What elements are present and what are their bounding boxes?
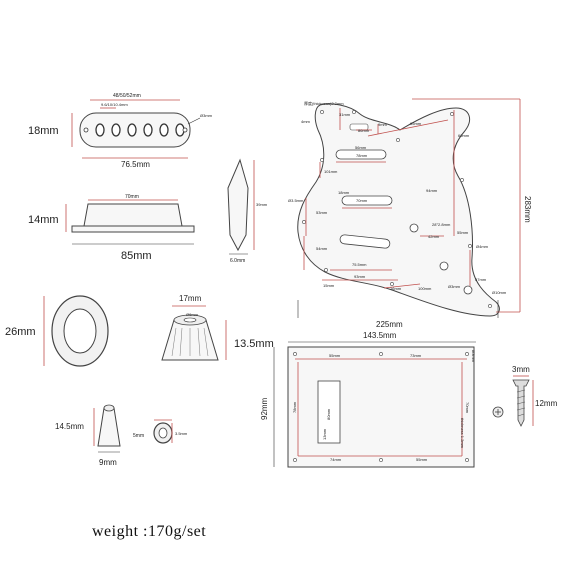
pg-d55: 55mm — [457, 230, 469, 235]
knob: 17mm Ø6mm 13.5mm — [161, 294, 274, 361]
pickup-top-dim: 48/50/52mm — [113, 93, 141, 99]
pickguard-slot-neck — [335, 149, 387, 160]
bp-d70: 70mm — [465, 402, 470, 414]
pickup-pole-holes — [95, 123, 185, 137]
pg-d100: 100mm — [418, 286, 432, 291]
switch-knob: 14.5mm 9mm — [55, 404, 121, 467]
pg-d101: 101mm — [324, 169, 338, 174]
pg-d57: 57mm — [475, 277, 487, 282]
pg-d31: 31mm — [339, 112, 351, 117]
switch-tip-length: 39mm — [256, 202, 268, 207]
knob-top: 17mm — [179, 294, 202, 303]
bp-d13: 13mm — [322, 428, 327, 440]
pg-d53: 53mm — [316, 210, 328, 215]
pickup-side-body — [83, 203, 183, 227]
pg-d54: 54mm — [316, 246, 328, 251]
bp-d78: 78mm — [292, 401, 297, 413]
pg-d78: 78mm — [356, 153, 368, 158]
pg-width: 225mm — [376, 320, 403, 329]
pg-d93: 93mm — [354, 274, 366, 279]
pickup-cover-top: 48/50/52mm 9.6/10/10.4mm Ø3mm 18mm 76.5m… — [28, 93, 213, 169]
weight-label: weight :170g/set — [92, 523, 207, 540]
pg-d18: 18mm — [338, 190, 350, 195]
pg-d16: 16mm — [390, 286, 402, 291]
pg-d755: 75.5mm — [352, 262, 367, 267]
pg-d42: 42mm — [428, 234, 440, 239]
bp-height: 92mm — [260, 397, 269, 420]
ring-inner — [63, 308, 97, 354]
pickup-pole-dim: 9.6/10/10.4mm — [101, 102, 128, 107]
pickguard-screw-holes — [302, 110, 492, 308]
pickup-side-top: 70mm — [125, 194, 139, 200]
pg-d94: 94mm — [426, 188, 438, 193]
knob-bore: Ø6mm — [186, 312, 199, 317]
screw-length: 12mm — [535, 399, 558, 408]
switch-knob-length: 14.5mm — [55, 422, 84, 431]
pickup-cover-side: 70mm 14mm 85mm — [28, 194, 195, 262]
bp-width: 143.5mm — [363, 331, 397, 340]
switch-knob-body — [97, 407, 121, 447]
pickup-height: 18mm — [28, 125, 59, 137]
pg-d4b: Ø4mm — [476, 244, 489, 249]
knob-height: 13.5mm — [234, 338, 274, 350]
small-plug: 5mm 3.5mm — [133, 419, 188, 444]
pg-d15: 15mm — [323, 283, 335, 288]
back-plate: 143.5mm 55mm 73mm 78mm 70mm 80mm 13mm Ø3… — [260, 331, 476, 468]
pg-d4: 4mm — [301, 119, 311, 124]
pickup-hole-dim: Ø3mm — [200, 113, 213, 118]
pg-d28: 28°2.8mm — [432, 222, 451, 227]
pg-d86: 86mm — [358, 128, 370, 133]
pg-thickness: 厚度(thickness)2.2mm — [304, 100, 344, 106]
pg-d3: Ø3mm — [448, 284, 461, 289]
pg-d10: Ø10mm — [492, 290, 507, 295]
bp-d73: 73mm — [410, 353, 422, 358]
screw-head: 3mm — [512, 365, 530, 374]
back-plate-body — [287, 346, 475, 468]
bp-d3: Ø3mm — [471, 350, 476, 363]
pg-d56: 56mm — [355, 145, 367, 150]
ring-diameter: 26mm — [5, 326, 36, 338]
pickguard-slot-bridge — [339, 234, 391, 249]
pickup-side-length: 85mm — [121, 250, 152, 262]
pg-d60: 60mm — [458, 133, 470, 138]
switch-tip: 39mm 6.0mm — [227, 158, 268, 264]
back-plate-slot — [317, 380, 341, 444]
pickguard-knob-holes — [409, 223, 473, 295]
switch-tip-body — [227, 158, 249, 252]
screw: 3mm 12mm — [492, 365, 558, 427]
switch-tip-width: 6.0mm — [230, 258, 245, 264]
pg-d35: Ø3.5mm — [288, 198, 304, 203]
pg-d70: 70mm — [356, 198, 368, 203]
pickguard-slot-middle — [341, 195, 393, 206]
pickguard: 厚度(thickness)2.2mm 4mm 31mm 9mm 86mm 95m… — [288, 98, 532, 329]
bp-d55b: 55mm — [416, 457, 428, 462]
small-plug-bore: 3.5mm — [175, 431, 188, 436]
ring: 26mm — [5, 295, 109, 367]
bp-d80: 80mm — [326, 408, 331, 420]
bp-d74: 74mm — [330, 457, 342, 462]
switch-knob-width: 9mm — [99, 458, 117, 467]
bp-thickness: thickness 1.2mm — [460, 418, 465, 449]
pickup-length: 76.5mm — [121, 160, 150, 169]
pg-d283: 283mm — [523, 196, 532, 223]
small-plug-width: 5mm — [133, 433, 144, 439]
pickup-side-height: 14mm — [28, 214, 59, 226]
pg-d95: 95mm — [410, 121, 422, 126]
bp-d55: 55mm — [329, 353, 341, 358]
pickup-side-base — [71, 225, 195, 233]
pg-d9: 9mm — [378, 122, 388, 127]
